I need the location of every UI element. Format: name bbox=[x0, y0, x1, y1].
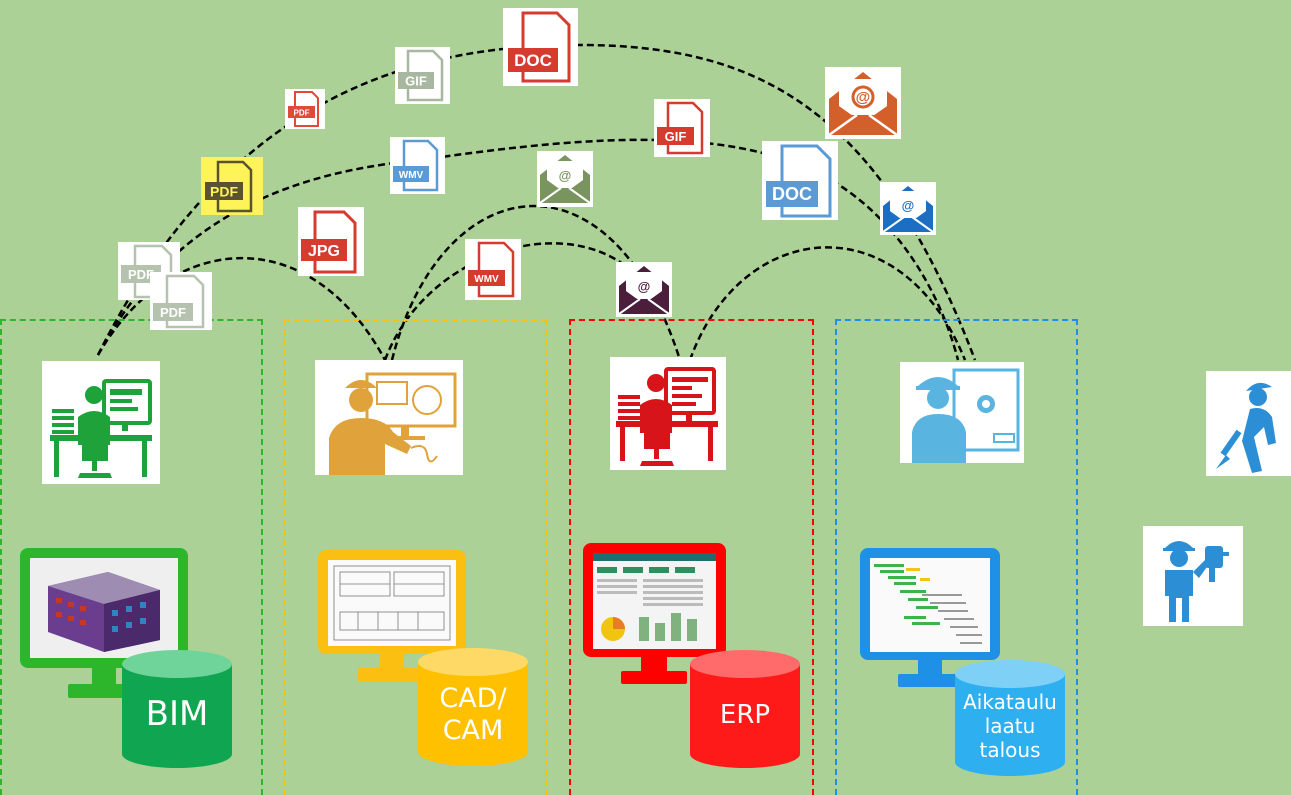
svg-text:@: @ bbox=[902, 198, 915, 213]
svg-text:GIF: GIF bbox=[405, 74, 427, 89]
schedule-label-line3: talous bbox=[979, 738, 1041, 762]
email-envelope-icon-blue: @ bbox=[880, 182, 936, 235]
worker-tool-icon bbox=[1143, 526, 1243, 626]
svg-text:@: @ bbox=[638, 279, 651, 294]
svg-text:WMV: WMV bbox=[399, 170, 424, 181]
arc-bim-cad bbox=[96, 256, 387, 361]
email-envelope-icon: @ bbox=[825, 67, 901, 139]
svg-text:DOC: DOC bbox=[514, 51, 552, 70]
svg-text:JPG: JPG bbox=[308, 243, 340, 260]
bim-database bbox=[122, 650, 232, 768]
svg-text:PDF: PDF bbox=[294, 109, 310, 118]
planner-erp-icon bbox=[610, 357, 726, 470]
svg-text:WMV: WMV bbox=[474, 274, 499, 285]
gif-file-icon: GIF bbox=[395, 47, 450, 104]
svg-text:PDF: PDF bbox=[160, 305, 186, 320]
gif-file-icon-red: GIF bbox=[654, 99, 710, 157]
panel-bim bbox=[0, 319, 263, 795]
schedule-label-line2: laatu bbox=[984, 714, 1036, 738]
erp-database-label: ERP bbox=[719, 700, 771, 730]
erp-monitor bbox=[583, 543, 726, 685]
svg-text:@: @ bbox=[856, 89, 871, 106]
designer-icon bbox=[42, 361, 160, 484]
pdf-file-icon: PDF bbox=[285, 89, 325, 129]
cad-cam-database bbox=[418, 648, 528, 766]
svg-text:PDF: PDF bbox=[210, 184, 238, 200]
engineer-cad-icon bbox=[315, 360, 463, 475]
svg-text:DOC: DOC bbox=[772, 184, 812, 204]
schedule-monitor bbox=[860, 548, 1000, 688]
email-envelope-icon-purple: @ bbox=[616, 262, 672, 317]
panel-cad bbox=[284, 319, 547, 795]
schedule-label-line1: Aikataulu bbox=[963, 690, 1057, 714]
svg-text:PDF: PDF bbox=[128, 267, 154, 282]
svg-text:@: @ bbox=[559, 168, 572, 183]
pdf-file-icon-highlight: PDF bbox=[201, 157, 263, 215]
doc-file-icon: DOC bbox=[503, 8, 578, 86]
panel-erp bbox=[569, 319, 814, 795]
arc-erp-schedule bbox=[688, 246, 967, 361]
wmv-file-icon-red: WMV bbox=[465, 239, 521, 300]
cad-label-line1: CAD/ bbox=[439, 683, 507, 714]
cad-cam-database-label: CAD/ CAM bbox=[418, 683, 528, 747]
email-envelope-icon-green: @ bbox=[537, 151, 593, 207]
panel-schedule bbox=[835, 319, 1078, 795]
svg-text:GIF: GIF bbox=[665, 129, 687, 144]
bim-monitor bbox=[20, 548, 188, 704]
erp-database bbox=[690, 650, 800, 768]
engineer-schedule-icon bbox=[900, 362, 1024, 463]
doc-file-icon-blue: DOC bbox=[762, 141, 838, 220]
wmv-file-icon: WMV bbox=[390, 137, 445, 194]
worker-drill-icon bbox=[1206, 371, 1291, 476]
schedule-database-label: Aikataulu laatu talous bbox=[955, 690, 1065, 762]
pdf-file-icon-gray-2: PDF bbox=[150, 272, 212, 330]
schedule-database bbox=[955, 660, 1065, 776]
jpg-file-icon: JPG bbox=[298, 207, 364, 276]
bim-database-label: BIM bbox=[145, 694, 209, 734]
cad-monitor bbox=[318, 550, 466, 685]
cad-label-line2: CAM bbox=[442, 715, 504, 746]
